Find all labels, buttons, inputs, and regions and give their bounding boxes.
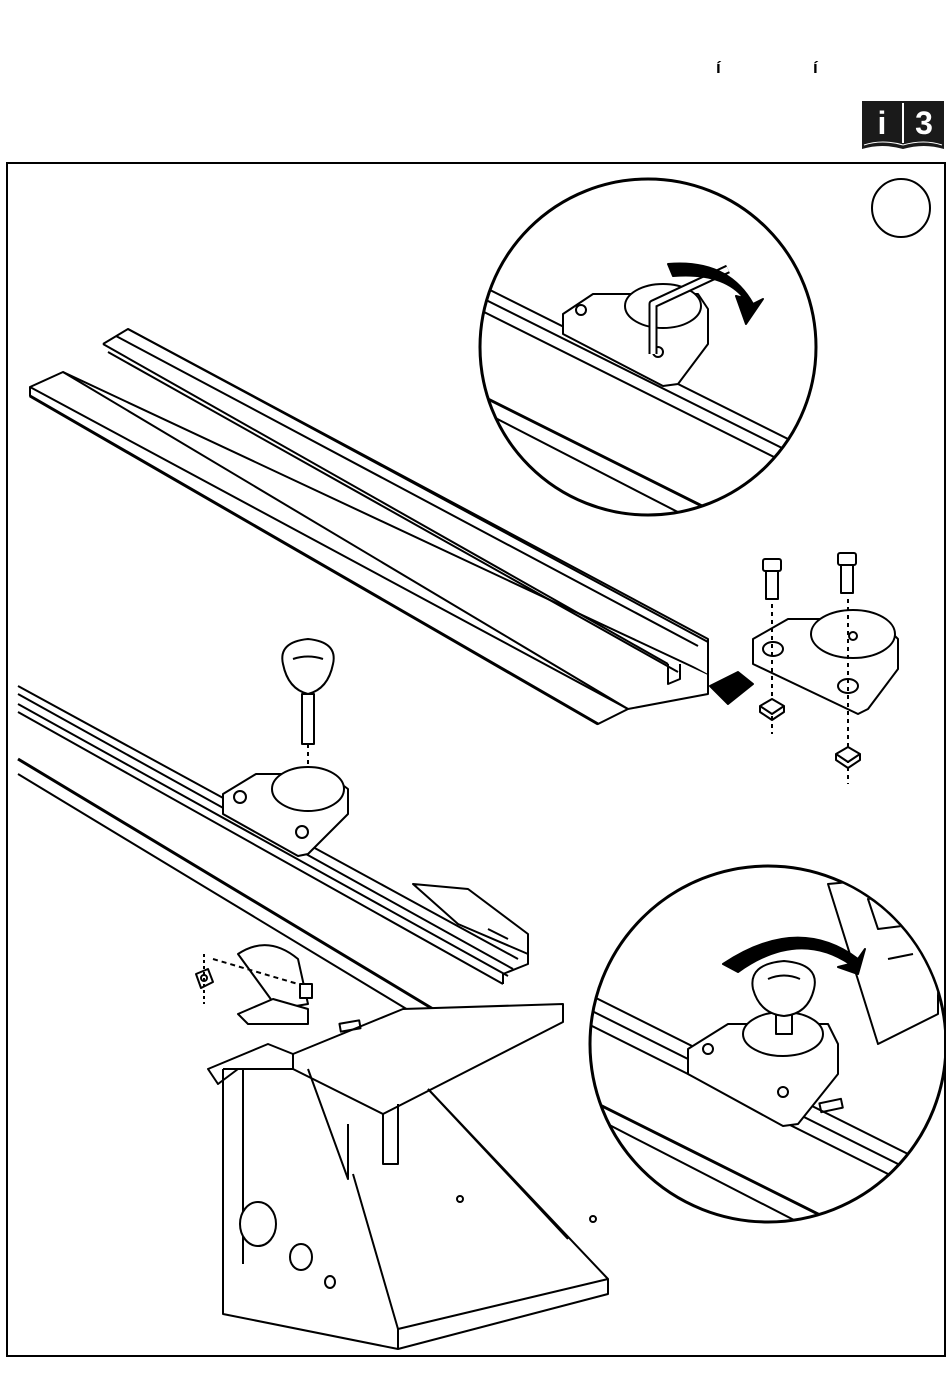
exploded-clamp	[710, 553, 898, 784]
header-mark-a: í	[716, 58, 721, 78]
saw-table	[196, 884, 608, 1349]
detail-circle-top	[478, 179, 818, 574]
badge-letter: i	[878, 105, 887, 141]
manual-book-icon: i 3	[862, 101, 944, 149]
detail-circle-bottom	[588, 866, 944, 1289]
header-mark-b: í	[813, 58, 818, 78]
assembly-illustration	[8, 164, 944, 1355]
badge-number: 3	[915, 105, 933, 141]
knob-clamp	[223, 639, 348, 856]
